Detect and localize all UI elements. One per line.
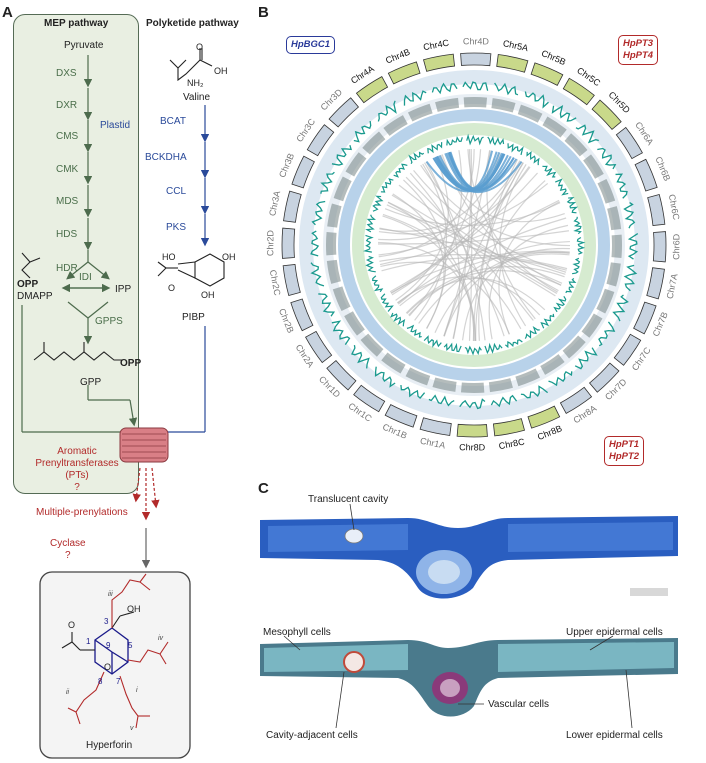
- lower-epidermal-label: Lower epidermal cells: [566, 730, 663, 741]
- cavity-adjacent-label: Cavity-adjacent cells: [266, 730, 358, 741]
- chromosome-chr1a: [420, 418, 451, 436]
- density-track: [611, 235, 622, 258]
- chromosome-label: Chr6D: [671, 233, 681, 260]
- track-line-inner: [447, 137, 462, 145]
- track-line-inner: [444, 344, 461, 351]
- density-track: [326, 232, 337, 255]
- circos-plot: Chr4DChr5AChr5BChr5CChr5DChr6AChr6BChr6C…: [250, 0, 706, 480]
- chromosome-label: Chr5B: [540, 48, 567, 67]
- chromosome-chr8c: [493, 419, 524, 436]
- hyp-o1: O: [68, 620, 75, 630]
- hyp-num-5: 5: [128, 641, 133, 650]
- chromosome-label: Chr1B: [381, 422, 408, 441]
- track-line: [463, 82, 488, 91]
- density-track: [461, 382, 484, 393]
- chromosome-chr4d: [461, 53, 491, 66]
- hyp-num-8: 8: [98, 677, 103, 686]
- prenyltransferase-icon: [120, 428, 168, 462]
- chromosome-chr2c: [283, 264, 300, 295]
- chromosome-label: Chr6C: [667, 193, 682, 221]
- leaf-micrograph: [260, 516, 678, 599]
- track-line-inner: [367, 215, 374, 232]
- chromosome-label: Chr5A: [502, 38, 529, 53]
- chromosome-chr5a: [497, 55, 528, 73]
- chromosome-chr4c: [423, 54, 454, 71]
- chromosome-chr2d: [282, 228, 295, 258]
- chromosome-chr7a: [647, 268, 665, 299]
- svg-text:v: v: [130, 725, 134, 732]
- density-track: [464, 97, 487, 108]
- svg-text:ii: ii: [66, 689, 70, 696]
- chromosome-label: Chr8C: [498, 436, 526, 451]
- chromosome-label: Chr6B: [653, 155, 672, 182]
- track-line-inner: [373, 196, 382, 211]
- chromosome-label: Chr4C: [422, 38, 450, 53]
- chromosome-label: Chr4D: [463, 36, 490, 46]
- track-line-inner: [365, 235, 372, 252]
- chromosome-chr6c: [648, 194, 665, 225]
- track-line-inner: [485, 344, 502, 352]
- chromosome-label: Chr2B: [277, 307, 296, 334]
- chromosome-label: Chr2C: [268, 269, 283, 297]
- leaf-schematic: [260, 638, 678, 717]
- track-line-inner: [367, 256, 376, 271]
- hyp-num-3: 3: [104, 617, 109, 626]
- chromosome-label: Chr4B: [384, 47, 411, 66]
- svg-text:iii: iii: [108, 591, 113, 598]
- chromosome-chr3a: [284, 191, 302, 222]
- track-line-inner: [577, 238, 583, 255]
- track-line-inner: [373, 276, 382, 292]
- chromosome-label: Chr7B: [651, 310, 670, 337]
- chromosome-chr6d: [653, 232, 666, 262]
- chromosome-label: Chr8D: [459, 442, 486, 452]
- hyp-o9: O: [104, 662, 111, 672]
- translucent-cavity-label: Translucent cavity: [308, 494, 388, 505]
- track-line-inner: [467, 136, 484, 144]
- chromosome-label: Chr1A: [419, 436, 446, 451]
- chromosome-label: Chr2D: [265, 230, 275, 257]
- upper-epidermal-label: Upper epidermal cells: [566, 627, 663, 638]
- track-line-inner: [572, 258, 579, 273]
- svg-text:iv: iv: [158, 635, 164, 642]
- hyperforin-label: Hyperforin: [86, 740, 132, 751]
- chromosome-chr8d: [457, 424, 487, 437]
- mesophyll-label: Mesophyll cells: [263, 627, 331, 638]
- chromosome-label: Chr7A: [665, 273, 680, 300]
- chromosome-label: Chr8B: [536, 423, 563, 442]
- chromosome-label: Chr3A: [267, 190, 282, 217]
- track-line-inner: [566, 278, 575, 293]
- track-line-inner: [465, 347, 481, 354]
- hyp-num-9: 9: [106, 641, 111, 650]
- panel-a-drawing: 3 1 5 9 7 8 OH O O iii iv ii i v Hyperfo…: [0, 0, 260, 763]
- track-line-inner: [575, 217, 581, 234]
- hyp-num-1: 1: [86, 637, 91, 646]
- hyp-num-7: 7: [116, 677, 121, 686]
- vascular-label: Vascular cells: [488, 699, 549, 710]
- hyp-oh: OH: [127, 604, 141, 614]
- chromosome-label: Chr3B: [277, 152, 296, 179]
